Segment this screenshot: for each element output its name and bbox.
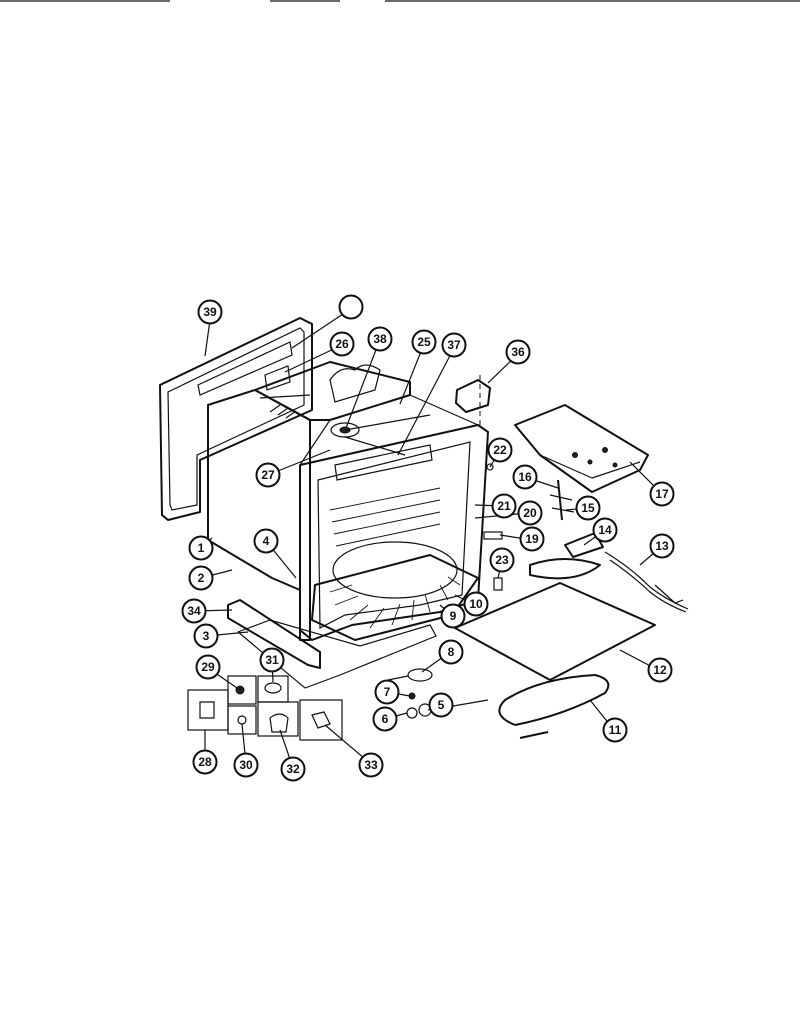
callout-21: 21	[491, 493, 517, 519]
svg-text:30: 30	[239, 758, 253, 772]
svg-text:34: 34	[187, 604, 201, 618]
callout-39	[338, 294, 364, 320]
svg-text:6: 6	[382, 712, 389, 726]
callout-25: 25	[411, 329, 437, 355]
callout-6: 6	[372, 706, 398, 732]
callout-7: 7	[374, 679, 400, 705]
svg-text:12: 12	[653, 663, 667, 677]
callout-32: 32	[280, 756, 306, 782]
cabinet-body	[207, 361, 411, 641]
svg-text:17: 17	[655, 487, 669, 501]
svg-text:8: 8	[448, 645, 455, 659]
oven-cavity-frame	[299, 394, 489, 641]
svg-text:38: 38	[373, 332, 387, 346]
svg-text:14: 14	[598, 523, 612, 537]
callout-15: 15	[575, 495, 601, 521]
svg-text:2: 2	[198, 571, 205, 585]
wire-harness	[604, 551, 689, 613]
svg-text:10: 10	[469, 597, 483, 611]
svg-text:3: 3	[203, 629, 210, 643]
svg-text:36: 36	[511, 345, 525, 359]
bottom-panel	[454, 582, 656, 681]
callout-34: 34	[181, 598, 207, 624]
svg-text:19: 19	[525, 532, 539, 546]
heat-shield	[529, 532, 604, 580]
svg-text:28: 28	[198, 755, 212, 769]
svg-text:21: 21	[497, 499, 511, 513]
callout-20: 20	[517, 500, 543, 526]
callout-9: 9	[440, 603, 466, 629]
svg-text:23: 23	[495, 553, 509, 567]
svg-text:29: 29	[201, 660, 215, 674]
svg-text:31: 31	[265, 653, 279, 667]
callout-23: 23	[489, 547, 515, 573]
callout-27: 27	[255, 462, 281, 488]
svg-text:15: 15	[581, 501, 595, 515]
callout-5: 5	[428, 692, 454, 718]
svg-text:22: 22	[493, 443, 507, 457]
base-panels	[227, 599, 437, 689]
callout-2: 2	[188, 565, 214, 591]
svg-text:25: 25	[417, 335, 431, 349]
svg-text:4: 4	[263, 534, 270, 548]
svg-text:37: 37	[447, 338, 461, 352]
parts-kit-row	[187, 675, 343, 741]
svg-text:5: 5	[438, 698, 445, 712]
callout-8: 8	[438, 639, 464, 665]
callout-17: 17	[649, 481, 675, 507]
control-panel	[514, 404, 649, 493]
top-right-module	[455, 375, 491, 425]
svg-text:13: 13	[655, 539, 669, 553]
svg-text:1: 1	[198, 541, 205, 555]
callout-1: 1	[188, 535, 214, 561]
small-bracket-parts	[549, 479, 575, 521]
callout-16: 16	[512, 464, 538, 490]
callout-12: 12	[647, 657, 673, 683]
svg-text:16: 16	[518, 470, 532, 484]
callout-31: 31	[259, 647, 285, 673]
callout-11: 11	[602, 717, 628, 743]
callout-26: 26	[329, 331, 355, 357]
svg-text:27: 27	[261, 468, 275, 482]
callout-29: 29	[195, 654, 221, 680]
callout-22: 22	[487, 437, 513, 463]
callout-4: 4	[253, 528, 279, 554]
callouts: 39 26 38 25 37 36 27 22 21 20 19 23 16 1…	[181, 294, 675, 782]
callout-30: 30	[233, 752, 259, 778]
callout-38: 39	[197, 299, 223, 325]
callout-37: 38	[367, 326, 393, 352]
heating-element	[498, 674, 610, 739]
callout-35: 36	[505, 339, 531, 365]
svg-text:9: 9	[450, 609, 457, 623]
callout-14: 14	[592, 517, 618, 543]
svg-text:32: 32	[286, 762, 300, 776]
svg-text:11: 11	[609, 723, 622, 737]
top-fan-assembly	[329, 364, 431, 456]
callout-13: 13	[649, 533, 675, 559]
svg-text:7: 7	[384, 685, 391, 699]
callout-28: 28	[192, 749, 218, 775]
svg-text:26: 26	[335, 337, 349, 351]
svg-text:20: 20	[523, 506, 537, 520]
callout-10: 10	[463, 591, 489, 617]
callout-33: 33	[358, 752, 384, 778]
svg-text:33: 33	[364, 758, 378, 772]
callout-36: 37	[441, 332, 467, 358]
svg-text:39: 39	[203, 305, 217, 319]
back-panel	[159, 317, 313, 521]
callout-3: 3	[193, 623, 219, 649]
callout-19: 19	[519, 526, 545, 552]
